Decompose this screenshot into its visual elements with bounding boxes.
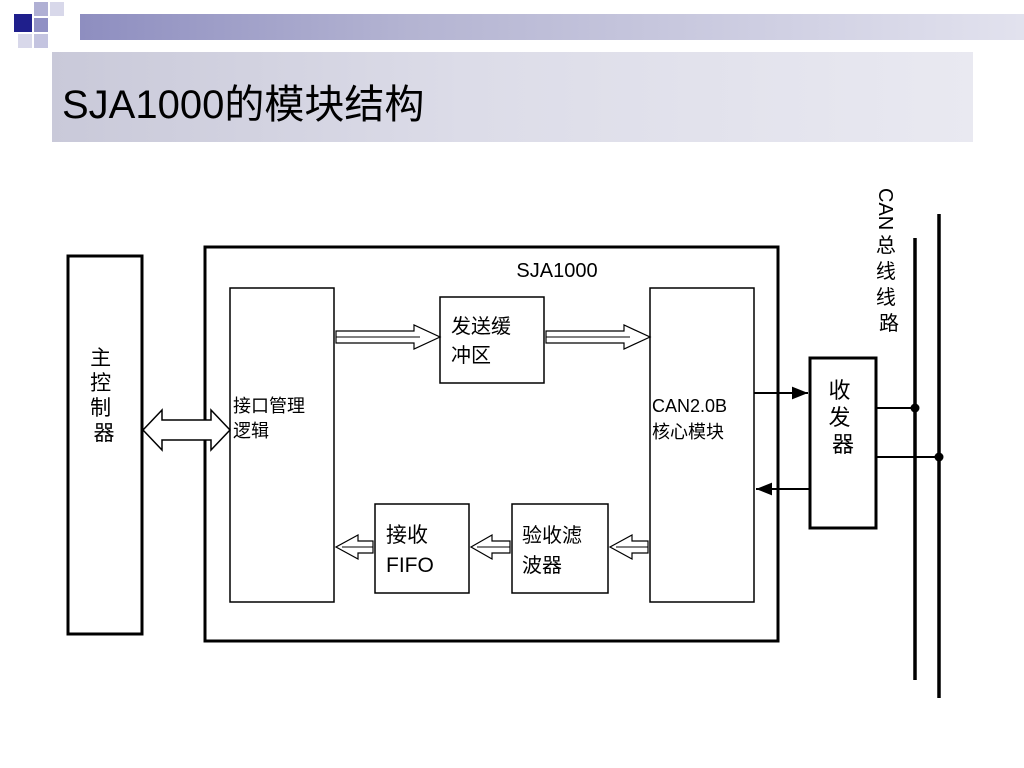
sja1000-label: SJA1000 xyxy=(516,260,597,282)
rx-fifo-box xyxy=(374,503,470,594)
corner-decoration xyxy=(14,2,64,48)
tx-buffer-label: 发送缓 冲区 xyxy=(451,314,517,367)
bus-junction-dot-2 xyxy=(934,452,944,462)
bus-junction-dot-1 xyxy=(910,403,920,413)
acceptance-filter-label: 验收滤 波器 xyxy=(522,523,588,577)
can-core-label: CAN2.0B 核心模块 xyxy=(652,396,732,442)
can-bus-label-cjk: 总 线 线 路 xyxy=(876,233,902,335)
rx-fifo-label: 接收 FIFO xyxy=(386,524,434,577)
page-title: SJA1000的模块结构 xyxy=(62,83,425,127)
can-core-box xyxy=(649,287,755,603)
interface-logic-label: 接口管理 逻辑 xyxy=(233,396,311,442)
title-band xyxy=(52,52,973,142)
can-bus-label: CAN xyxy=(874,188,896,230)
main-controller-label: 主 控 制 器 xyxy=(90,346,118,445)
acceptance-filter-box xyxy=(511,503,609,594)
main-controller-box xyxy=(66,254,144,636)
header-accent-band xyxy=(80,14,1024,40)
interface-logic-box xyxy=(229,287,335,603)
controller-interface-double-arrow xyxy=(141,408,232,452)
tx-buffer-box xyxy=(439,296,545,384)
sja1000-chip-box xyxy=(203,245,780,643)
transceiver-label: 收 发 器 xyxy=(828,379,857,458)
transceiver-box xyxy=(808,356,878,530)
